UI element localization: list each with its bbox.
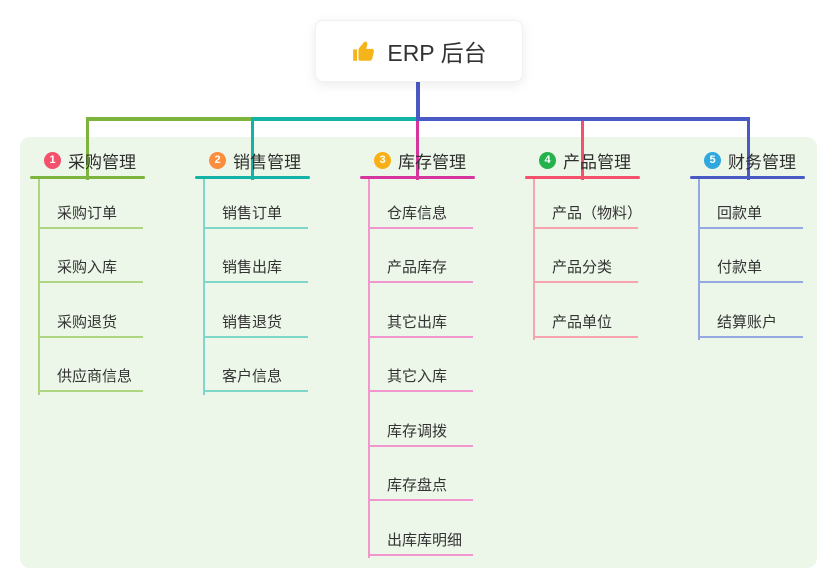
child-label: 销售订单 <box>222 205 283 222</box>
child-label: 结算账户 <box>717 314 778 331</box>
branch-sales: 2 销售管理 销售订单 销售出库 销售退货 客户信息 <box>195 148 310 568</box>
branch-number-badge: 1 <box>44 151 61 169</box>
child-label: 仓库信息 <box>387 205 448 222</box>
child-label: 付款单 <box>717 259 763 276</box>
child-node[interactable]: 销售订单 <box>203 203 308 229</box>
children-connector <box>533 179 535 340</box>
drop-line-finance <box>747 117 750 180</box>
trunk-line-finance <box>416 117 750 121</box>
child-label: 销售退货 <box>222 314 283 331</box>
child-label: 采购订单 <box>57 205 118 222</box>
child-label: 供应商信息 <box>57 368 133 385</box>
child-node[interactable]: 销售出库 <box>203 257 308 283</box>
branch-title-purchase[interactable]: 1 采购管理 <box>44 150 136 172</box>
branch-underline <box>690 176 805 179</box>
children-connector <box>38 179 40 395</box>
branch-number-badge: 3 <box>374 151 391 169</box>
branch-number-badge: 5 <box>704 151 721 169</box>
child-node[interactable]: 仓库信息 <box>368 203 473 229</box>
children-connector <box>368 179 370 558</box>
child-node[interactable]: 库存盘点 <box>368 475 473 501</box>
child-label: 库存调拨 <box>387 423 448 440</box>
child-node[interactable]: 产品单位 <box>533 312 638 338</box>
branch-label: 产品管理 <box>563 152 631 172</box>
branch-title-finance[interactable]: 5 财务管理 <box>704 150 796 172</box>
child-node[interactable]: 产品（物料） <box>533 203 642 229</box>
branch-purchase: 1 采购管理 采购订单 采购入库 采购退货 供应商信息 <box>30 148 145 568</box>
child-node[interactable]: 采购订单 <box>38 203 143 229</box>
child-label: 销售出库 <box>222 259 283 276</box>
child-node[interactable]: 出库库明细 <box>368 530 473 556</box>
branch-title-sales[interactable]: 2 销售管理 <box>209 150 301 172</box>
branch-number-badge: 4 <box>539 151 556 169</box>
child-node[interactable]: 其它出库 <box>368 312 473 338</box>
child-label: 回款单 <box>717 205 763 222</box>
children-connector <box>203 179 205 395</box>
drop-line-inventory <box>416 121 419 180</box>
thumbs-up-icon <box>351 38 377 64</box>
child-node[interactable]: 其它入库 <box>368 366 473 392</box>
child-node[interactable]: 供应商信息 <box>38 366 143 392</box>
child-label: 产品分类 <box>552 259 613 276</box>
root-label: ERP 后台 <box>387 40 487 66</box>
child-node[interactable]: 采购入库 <box>38 257 143 283</box>
child-label: 采购退货 <box>57 314 118 331</box>
child-label: 采购入库 <box>57 259 118 276</box>
child-node[interactable]: 付款单 <box>698 257 803 283</box>
child-node[interactable]: 产品库存 <box>368 257 473 283</box>
child-node[interactable]: 库存调拨 <box>368 421 473 447</box>
child-node[interactable]: 产品分类 <box>533 257 638 283</box>
trunk-line-sales <box>251 117 420 121</box>
drop-line-purchase <box>86 117 89 180</box>
child-label: 产品单位 <box>552 314 613 331</box>
child-label: 其它出库 <box>387 314 448 331</box>
child-label: 产品（物料） <box>552 205 643 222</box>
branch-number-badge: 2 <box>209 151 226 169</box>
child-node[interactable]: 回款单 <box>698 203 803 229</box>
drop-line-sales <box>251 117 254 180</box>
branch-underline <box>360 176 475 179</box>
child-label: 产品库存 <box>387 259 448 276</box>
branch-title-inventory[interactable]: 3 库存管理 <box>374 150 466 172</box>
branches-panel <box>20 137 817 568</box>
branch-title-product[interactable]: 4 产品管理 <box>539 150 631 172</box>
branch-product: 4 产品管理 产品（物料） 产品分类 产品单位 <box>525 148 642 568</box>
branch-label: 库存管理 <box>398 152 466 172</box>
branch-label: 采购管理 <box>68 152 136 172</box>
drop-line-product <box>581 121 584 180</box>
trunk-line-purchase <box>86 117 254 121</box>
child-node[interactable]: 结算账户 <box>698 312 803 338</box>
child-node[interactable]: 客户信息 <box>203 366 308 392</box>
children-connector <box>698 179 700 340</box>
branch-underline <box>525 176 640 179</box>
branch-finance: 5 财务管理 回款单 付款单 结算账户 <box>690 148 805 568</box>
branch-inventory: 3 库存管理 仓库信息 产品库存 其它出库 其它入库 库存调拨 库存盘点 出库库… <box>360 148 475 568</box>
child-node[interactable]: 销售退货 <box>203 312 308 338</box>
child-node[interactable]: 采购退货 <box>38 312 143 338</box>
branch-label: 财务管理 <box>728 152 796 172</box>
child-label: 其它入库 <box>387 368 448 385</box>
child-label: 出库库明细 <box>387 532 463 549</box>
root-connector-line <box>416 82 420 121</box>
branch-underline <box>195 176 310 179</box>
branch-underline <box>30 176 145 179</box>
child-label: 客户信息 <box>222 368 283 385</box>
child-label: 库存盘点 <box>387 477 448 494</box>
branch-label: 销售管理 <box>233 152 301 172</box>
root-node[interactable]: ERP 后台 <box>315 20 523 82</box>
